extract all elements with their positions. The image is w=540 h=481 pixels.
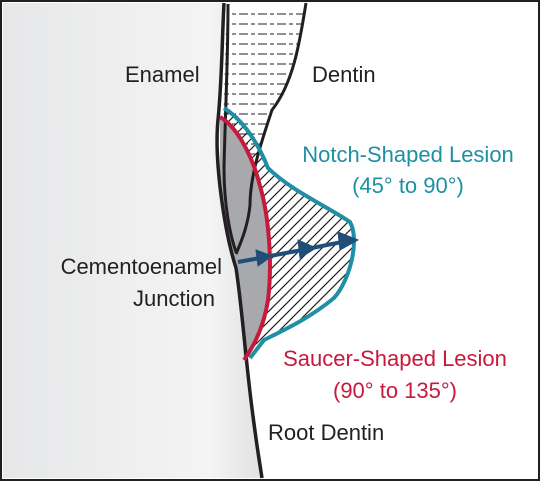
saucer-lesion-title: Saucer-Shaped Lesion (283, 346, 507, 371)
cej-label-line2: Junction (133, 286, 215, 311)
tooth-surface (3, 3, 262, 478)
tooth-outline (215, 2, 264, 479)
notch-lesion-title: Notch-Shaped Lesion (302, 142, 514, 167)
enamel-label: Enamel (125, 62, 200, 87)
saucer-lesion-angle: (90° to 135°) (333, 378, 457, 403)
root-dentin-label: Root Dentin (268, 420, 385, 445)
dentin-outline (234, 2, 308, 255)
progression-arrows (237, 231, 360, 267)
dentin-label: Dentin (312, 62, 376, 87)
saucer-lesion-outline (218, 115, 272, 362)
cej-label-line1: Cementoenamel (60, 254, 222, 279)
notch-lesion-outline (222, 106, 356, 360)
enamel-dentin-junction (222, 3, 238, 253)
notch-lesion-angle: (45° to 90°) (352, 173, 464, 198)
